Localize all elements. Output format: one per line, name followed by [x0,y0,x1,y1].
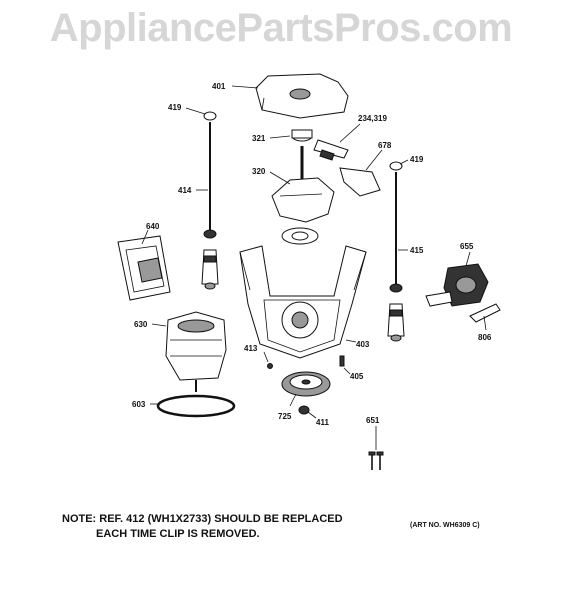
part-405-bolt[interactable] [339,355,345,367]
part-630-drive-motor[interactable] [165,311,227,392]
note-line-2: EACH TIME CLIP IS REMOVED. [96,528,260,540]
part-321-coupling[interactable] [291,129,313,142]
callout-640: 640 [146,222,160,231]
part-419-right-cap[interactable] [389,161,403,171]
part-655-drain-pump[interactable] [425,263,489,307]
callout-234-319: 234,319 [358,114,387,123]
part-403-mounting-platform[interactable] [239,245,367,359]
watermark-logo: AppliancePartsPros.com [49,6,513,50]
callout-725: 725 [278,412,292,421]
callout-603: 603 [132,400,146,409]
leader-234 [339,123,361,143]
part-678-clutch-shoe[interactable] [339,167,381,197]
part-415-right-suspension-rod[interactable] [387,172,405,342]
part-806-hose-clamp[interactable] [469,303,501,323]
callout-806: 806 [478,333,492,342]
part-320-transmission[interactable] [271,146,335,245]
leader-806 [483,315,487,331]
leader-411 [307,411,317,419]
leader-405 [343,367,351,375]
callout-415: 415 [410,246,424,255]
callout-320: 320 [252,167,266,176]
art-number: (ART NO. WH6309 C) [410,522,480,529]
leader-413 [263,351,269,363]
part-401-cover[interactable] [255,73,349,119]
callout-419a: 419 [168,103,182,112]
callout-401: 401 [212,82,226,91]
leader-655 [465,251,471,267]
callout-651: 651 [366,416,380,425]
leader-725 [289,393,297,407]
callout-655: 655 [460,242,474,251]
part-414-left-suspension-rod[interactable] [201,122,219,290]
leader-321 [269,135,291,139]
part-603-drive-belt[interactable] [156,394,236,418]
callout-405: 405 [350,372,364,381]
callout-411: 411 [316,418,329,427]
callout-321: 321 [252,134,266,143]
part-651-screws[interactable] [368,451,384,470]
part-411-nut[interactable] [298,405,310,415]
note-line-1: NOTE: REF. 412 (WH1X2733) SHOULD BE REPL… [62,513,343,525]
leader-640 [141,229,149,245]
leader-419a [185,107,206,115]
callout-413: 413 [244,344,258,353]
callout-403: 403 [356,340,370,349]
part-725-pulley[interactable] [281,371,331,397]
leader-320 [269,171,291,185]
callout-630: 630 [134,320,148,329]
part-413-nut[interactable] [267,363,273,369]
part-419-left-cap[interactable] [203,111,217,121]
part-234-319-switch[interactable] [313,139,349,161]
leader-403 [345,339,357,343]
callout-419b: 419 [410,155,424,164]
part-640-bracket[interactable] [117,235,171,301]
leader-630 [151,323,167,327]
replacement-note: NOTE: REF. 412 (WH1X2733) SHOULD BE REPL… [62,512,343,542]
callout-678: 678 [378,141,392,150]
leader-401 [231,85,259,89]
leader-419b [399,159,409,165]
leader-678 [365,149,383,171]
callout-414: 414 [178,186,192,195]
